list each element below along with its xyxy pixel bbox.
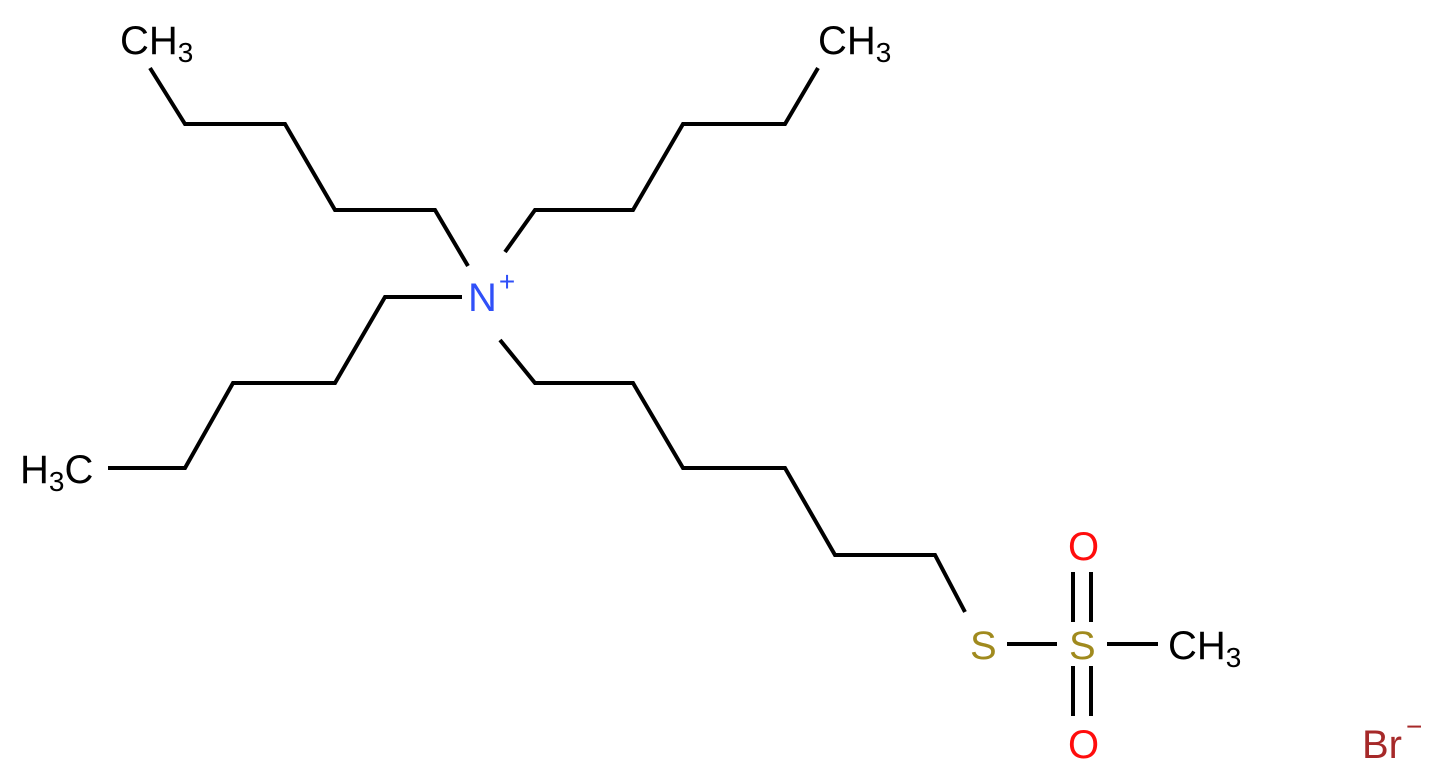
label-oxygen-top: O [1068,525,1099,569]
label-ch3-top-right: CH3 [818,19,891,68]
bond-skeleton [108,66,1158,716]
bond-chain-hexyl [498,338,967,613]
bond-chain-top-right [503,66,820,254]
label-h3c-left: H3C [20,448,93,497]
label-oxygen-bottom: O [1068,723,1099,767]
label-sulfur-sulfonyl: S [1069,624,1096,668]
label-ch3-methyl: CH3 [1168,624,1241,673]
label-sulfur-thio: S [970,624,997,668]
label-nitrogen: N+ [468,266,515,320]
bond-chain-top-left [148,66,470,268]
bond-chain-bottom-left [108,295,462,470]
label-ch3-top-left: CH3 [120,19,193,68]
label-bromide: Br− [1362,711,1422,767]
